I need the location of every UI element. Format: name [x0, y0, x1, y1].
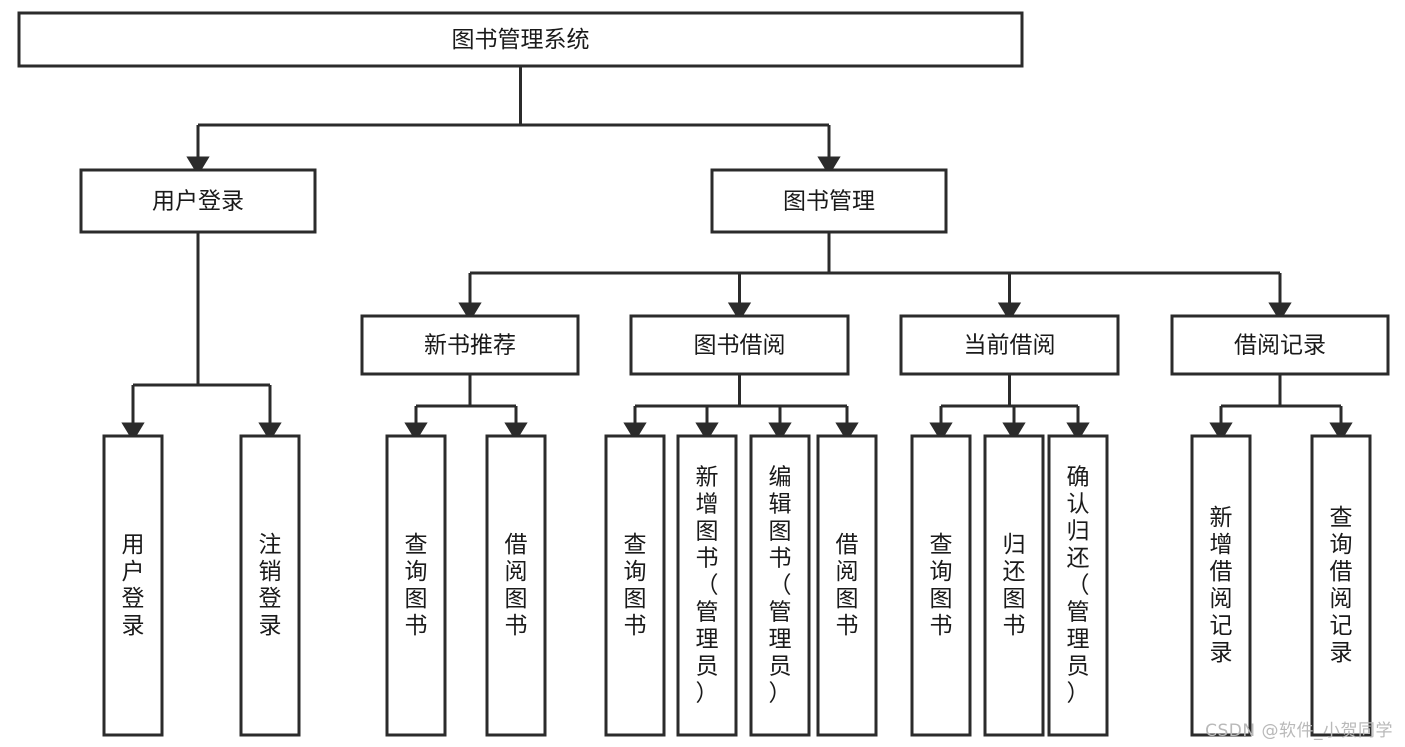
csdn-watermark: CSDN @软件_小贺同学: [1205, 721, 1393, 741]
node-leaf-query-book-cur-label: 查询图书: [930, 532, 953, 639]
node-leaf-borrow-book-rec-box[interactable]: [485, 434, 547, 737]
node-leaf-query-record-label: 查询借阅记录: [1330, 505, 1353, 666]
node-leaf-confirm-return[interactable]: 确认归还（管理员）: [1047, 434, 1109, 737]
node-user-login-label: 用户登录: [152, 189, 244, 215]
node-book-manage[interactable]: 图书管理: [710, 168, 948, 234]
node-leaf-borrow-book-box[interactable]: [816, 434, 878, 737]
node-leaf-query-book-label: 查询图书: [624, 532, 647, 639]
node-borrow-record-label: 借阅记录: [1234, 333, 1326, 359]
node-book-borrow-box[interactable]: [629, 314, 850, 376]
node-borrow-record-box[interactable]: [1170, 314, 1390, 376]
node-leaf-query-book-cur[interactable]: 查询图书: [910, 434, 972, 737]
node-book-manage-label: 图书管理: [783, 189, 875, 215]
node-leaf-borrow-book-rec-label: 借阅图书: [505, 532, 528, 639]
node-leaf-add-book-box[interactable]: [676, 434, 738, 737]
node-leaf-add-record[interactable]: 新增借阅记录: [1190, 434, 1252, 737]
node-leaf-return-book-label: 归还图书: [1003, 532, 1026, 639]
node-leaf-query-book-cur-box[interactable]: [910, 434, 972, 737]
node-leaf-borrow-book-rec[interactable]: 借阅图书: [485, 434, 547, 737]
node-leaf-return-book-box[interactable]: [983, 434, 1045, 737]
node-root-box[interactable]: [17, 11, 1024, 68]
node-leaf-return-book[interactable]: 归还图书: [983, 434, 1045, 737]
node-leaf-add-book[interactable]: 新增图书（管理员）: [676, 434, 738, 737]
node-leaf-query-book-rec-label: 查询图书: [405, 532, 428, 639]
node-new-book-rec[interactable]: 新书推荐: [360, 314, 580, 376]
connector-layer: [121, 66, 1353, 442]
node-book-borrow-label: 图书借阅: [694, 333, 786, 359]
node-leaf-logout-box[interactable]: [239, 434, 301, 737]
node-current-borrow-box[interactable]: [899, 314, 1120, 376]
node-leaf-add-record-box[interactable]: [1190, 434, 1252, 737]
node-leaf-query-record-box[interactable]: [1310, 434, 1372, 737]
node-leaf-logout-label: 注销登录: [259, 532, 282, 639]
node-leaf-user-login-box[interactable]: [102, 434, 164, 737]
node-leaf-query-record[interactable]: 查询借阅记录: [1310, 434, 1372, 737]
node-new-book-rec-label: 新书推荐: [424, 333, 516, 359]
node-layer: 图书管理系统用户登录图书管理新书推荐图书借阅当前借阅借阅记录用户登录注销登录查询…: [17, 11, 1390, 737]
node-root[interactable]: 图书管理系统: [17, 11, 1024, 68]
node-leaf-user-login-label: 用户登录: [122, 532, 145, 639]
node-leaf-query-book[interactable]: 查询图书: [604, 434, 666, 737]
node-leaf-add-record-label: 新增借阅记录: [1210, 505, 1233, 666]
node-leaf-add-book-label: 新增图书（管理员）: [696, 464, 719, 706]
node-leaf-logout[interactable]: 注销登录: [239, 434, 301, 737]
node-leaf-query-book-rec[interactable]: 查询图书: [385, 434, 447, 737]
node-leaf-borrow-book[interactable]: 借阅图书: [816, 434, 878, 737]
node-book-manage-box[interactable]: [710, 168, 948, 234]
node-leaf-edit-book-label: 编辑图书（管理员）: [769, 464, 792, 706]
node-leaf-edit-book-box[interactable]: [749, 434, 811, 737]
node-leaf-borrow-book-label: 借阅图书: [836, 532, 859, 639]
node-current-borrow-label: 当前借阅: [964, 333, 1056, 359]
node-leaf-query-book-rec-box[interactable]: [385, 434, 447, 737]
node-leaf-user-login[interactable]: 用户登录: [102, 434, 164, 737]
node-root-label: 图书管理系统: [452, 27, 590, 53]
node-leaf-query-book-box[interactable]: [604, 434, 666, 737]
node-leaf-edit-book[interactable]: 编辑图书（管理员）: [749, 434, 811, 737]
node-current-borrow[interactable]: 当前借阅: [899, 314, 1120, 376]
node-leaf-confirm-return-box[interactable]: [1047, 434, 1109, 737]
node-user-login-box[interactable]: [79, 168, 317, 234]
node-user-login[interactable]: 用户登录: [79, 168, 317, 234]
node-leaf-confirm-return-label: 确认归还（管理员）: [1067, 464, 1090, 706]
node-book-borrow[interactable]: 图书借阅: [629, 314, 850, 376]
node-borrow-record[interactable]: 借阅记录: [1170, 314, 1390, 376]
node-new-book-rec-box[interactable]: [360, 314, 580, 376]
